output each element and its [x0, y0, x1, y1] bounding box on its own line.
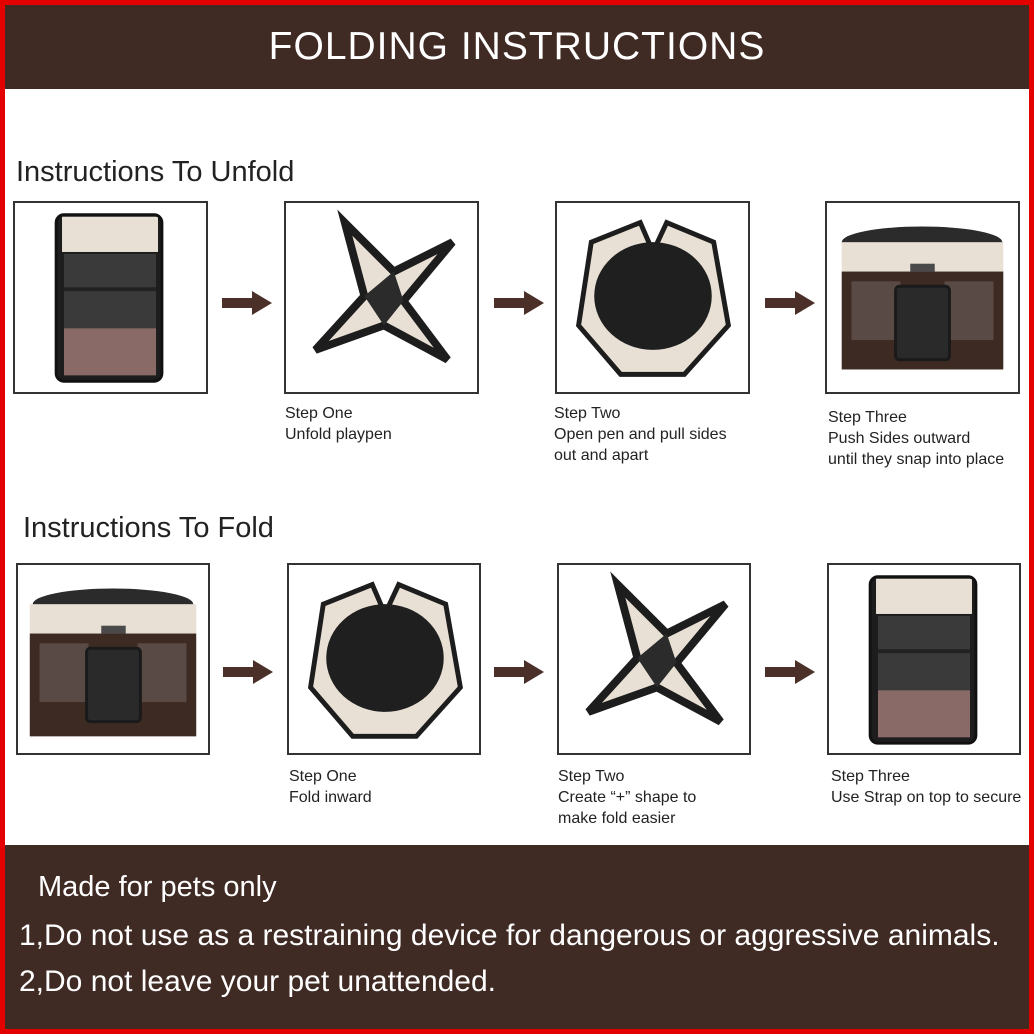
header-banner: FOLDING INSTRUCTIONS: [5, 5, 1029, 89]
arrow-right-icon: [494, 291, 544, 315]
unfold-folded-image: [13, 201, 208, 394]
unfold-open-image: [555, 201, 750, 394]
unfold-step-two-caption: Step Two Open pen and pull sides out and…: [554, 403, 727, 466]
unfold-section-title: Instructions To Unfold: [16, 156, 295, 188]
arrow-right-icon: [222, 291, 272, 315]
caption-line: Use Strap on top to secure: [831, 789, 1022, 806]
page-title: FOLDING INSTRUCTIONS: [268, 25, 766, 68]
fold-step-three-caption: Step Three Use Strap on top to secure: [831, 766, 1021, 808]
caption-line: Step One: [289, 768, 357, 785]
caption-line: until they snap into place: [828, 451, 1005, 468]
arrow-right-icon: [765, 660, 815, 684]
fold-section-title: Instructions To Fold: [23, 512, 274, 544]
footer-heading: Made for pets only: [38, 871, 277, 903]
unfold-star-image: [284, 201, 479, 394]
warning-footer: Made for pets only 1,Do not use as a res…: [5, 845, 1029, 1029]
warning-line-1: 1,Do not use as a restraining device for…: [19, 919, 1000, 952]
caption-line: make fold easier: [558, 810, 676, 827]
star-shape-playpen-illustration: [312, 209, 456, 364]
open-playpen-illustration: [29, 588, 197, 737]
caption-line: Create “+” shape to: [558, 789, 697, 806]
caption-line: out and apart: [554, 447, 649, 464]
arrow-right-icon: [223, 660, 273, 684]
arrow-right-icon: [765, 291, 815, 315]
inward-folded-playpen-illustration: [575, 219, 732, 377]
fold-final-image: [827, 563, 1021, 755]
unfold-final-image: [825, 201, 1020, 394]
arrow-right-icon: [494, 660, 544, 684]
fold-open-image: [16, 563, 210, 755]
caption-line: Unfold playpen: [285, 426, 392, 443]
caption-line: Step Two: [554, 405, 621, 422]
open-playpen-illustration: [841, 226, 1004, 370]
caption-line: Step Two: [558, 768, 625, 785]
caption-line: Step Three: [828, 409, 907, 426]
caption-line: Push Sides outward: [828, 430, 971, 447]
inward-folded-playpen-illustration: [307, 581, 463, 739]
fold-step-one-caption: Step One Fold inward: [289, 766, 372, 808]
caption-line: Open pen and pull sides: [554, 426, 727, 443]
fold-star-image: [557, 563, 751, 755]
caption-line: Step One: [285, 405, 353, 422]
fold-inward-image: [287, 563, 481, 755]
folded-playpen-illustration: [868, 575, 978, 745]
unfold-step-one-caption: Step One Unfold playpen: [285, 403, 392, 445]
fold-step-two-caption: Step Two Create “+” shape to make fold e…: [558, 766, 696, 829]
unfold-step-three-caption: Step Three Push Sides outward until they…: [828, 407, 1004, 470]
warning-line-2: 2,Do not leave your pet unattended.: [19, 965, 497, 998]
star-shape-playpen-illustration: [585, 571, 729, 726]
folded-playpen-illustration: [54, 213, 164, 383]
caption-line: Step Three: [831, 768, 910, 785]
caption-line: Fold inward: [289, 789, 372, 806]
